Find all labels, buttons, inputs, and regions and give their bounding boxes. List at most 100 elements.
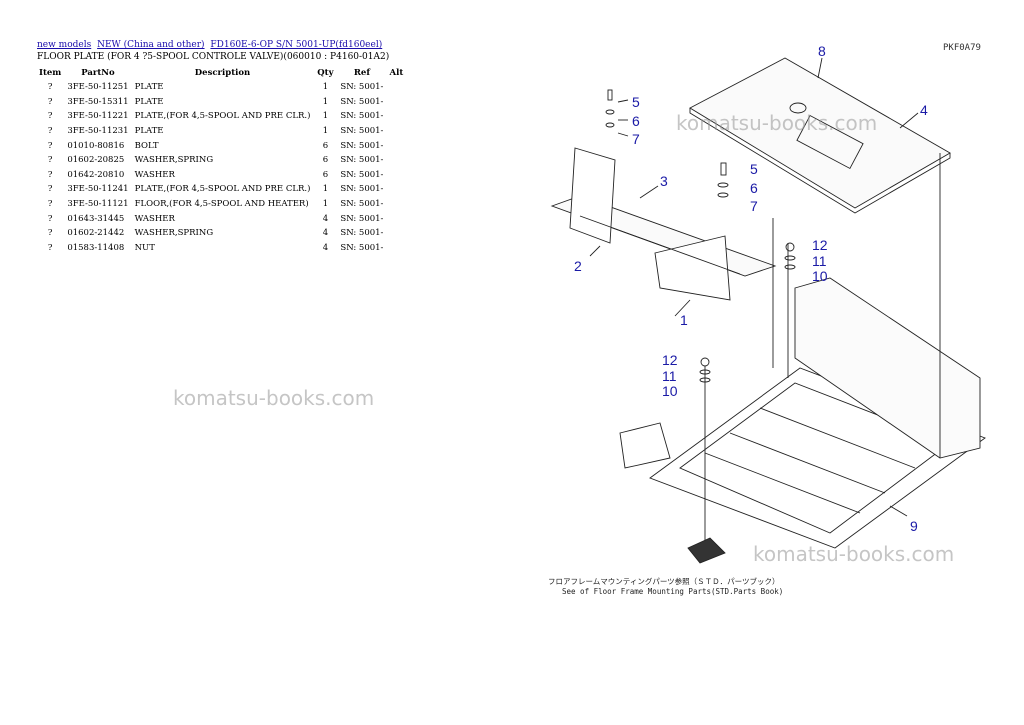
- cell-ref: SN: 5001-: [340, 213, 384, 224]
- leader-line: [889, 505, 908, 517]
- cell-item: ?: [47, 213, 53, 224]
- cover-plate-window: [796, 114, 864, 170]
- frame-9-crossbar: [729, 432, 886, 494]
- cell-description: FLOOR,(FOR 4,5-SPOOL AND HEATER): [134, 199, 309, 210]
- cell-description: PLATE,(FOR 4,5-SPOOL AND PRE CLR.): [134, 184, 311, 195]
- cell-partno: 01010-80816: [67, 140, 125, 151]
- cell-item: ?: [47, 242, 53, 253]
- header-item: Item: [39, 67, 62, 78]
- washer-11: [784, 255, 796, 261]
- cell-description: WASHER: [134, 213, 175, 224]
- cell-qty: 6: [322, 169, 329, 180]
- header-ref: Ref: [353, 67, 370, 78]
- cell-qty: 1: [322, 126, 329, 137]
- callout-7-b: 7: [750, 198, 758, 214]
- cell-item: ?: [47, 82, 53, 93]
- table-row: ? 01643-31445 WASHER 4 SN: 5001-: [36, 211, 406, 226]
- header-partno: PartNo: [81, 67, 115, 78]
- callout-11-b: 11: [812, 253, 827, 269]
- cell-alt: [386, 124, 406, 139]
- washer-7: [605, 122, 615, 128]
- bolt-5: [607, 89, 613, 101]
- cell-ref: SN: 5001-: [340, 155, 384, 166]
- callout-12-b: 12: [812, 237, 828, 253]
- callout-12: 12: [662, 352, 678, 368]
- washer-6: [717, 182, 729, 188]
- cell-description: PLATE: [134, 96, 164, 107]
- cell-item: ?: [47, 199, 53, 210]
- cell-qty: 6: [322, 155, 329, 166]
- callout-2: 2: [574, 258, 582, 274]
- header-qty: Qty: [317, 67, 334, 78]
- cell-qty: 1: [322, 96, 329, 107]
- callout-3: 3: [660, 173, 668, 189]
- washer-10: [784, 264, 796, 270]
- cell-item: ?: [47, 228, 53, 239]
- frame-9-crossbar: [759, 407, 916, 469]
- frame-9-side: [619, 422, 671, 469]
- floor-plate-1-shape: [654, 235, 731, 301]
- cell-ref: SN: 5001-: [340, 228, 384, 239]
- table-row: ? 01602-20825 WASHER,SPRING 6 SN: 5001-: [36, 153, 406, 168]
- cell-item: ?: [47, 111, 53, 122]
- table-row: ? 01010-80816 BOLT 6 SN: 5001-: [36, 138, 406, 153]
- cell-alt: [386, 138, 406, 153]
- housing-panel: [794, 277, 981, 459]
- cell-alt: [386, 80, 406, 95]
- cell-partno: 01602-20825: [67, 155, 125, 166]
- cell-ref: SN: 5001-: [340, 199, 384, 210]
- cell-alt: [386, 211, 406, 226]
- cell-item: ?: [47, 96, 53, 107]
- cell-item: ?: [47, 140, 53, 151]
- callout-7: 7: [632, 131, 640, 147]
- washer-11: [699, 369, 711, 375]
- leader-line: [674, 299, 691, 317]
- leader-line: [899, 112, 919, 129]
- header-description: Description: [194, 67, 251, 78]
- cell-partno: 3FE-50-11241: [67, 184, 129, 195]
- callout-9: 9: [910, 518, 918, 534]
- table-row: ? 3FE-50-11231 PLATE 1 SN: 5001-: [36, 124, 406, 139]
- cell-item: ?: [47, 169, 53, 180]
- cell-item: ?: [47, 155, 53, 166]
- diagram-caption-jp: フロアフレームマウンティングパーツ参照（ＳＴＤ．パーツブック）: [548, 577, 780, 586]
- table-row: ? 01642-20810 WASHER 6 SN: 5001-: [36, 168, 406, 183]
- callout-10-b: 10: [812, 268, 828, 284]
- nut-12: [700, 357, 710, 367]
- cell-alt: [386, 153, 406, 168]
- callout-10: 10: [662, 383, 678, 399]
- washer-10: [699, 377, 711, 383]
- cell-description: WASHER: [134, 169, 175, 180]
- cell-partno: 3FE-50-11121: [67, 199, 129, 210]
- callout-6: 6: [632, 113, 640, 129]
- nut-12: [785, 242, 795, 252]
- cell-description: PLATE,(FOR 4,5-SPOOL AND PRE CLR.): [134, 111, 311, 122]
- washer-7: [717, 192, 729, 198]
- table-row: ? 01583-11408 NUT 4 SN: 5001-: [36, 241, 406, 256]
- cell-qty: 6: [322, 140, 329, 151]
- cell-item: ?: [47, 126, 53, 137]
- breadcrumb-link-region[interactable]: NEW (China and other): [97, 40, 205, 50]
- table-row: ? 3FE-50-11241 PLATE,(FOR 4,5-SPOOL AND …: [36, 182, 406, 197]
- cell-partno: 3FE-50-11231: [67, 126, 129, 137]
- cell-partno: 01642-20810: [67, 169, 125, 180]
- table-row: ? 3FE-50-11121 FLOOR,(FOR 4,5-SPOOL AND …: [36, 197, 406, 212]
- table-row: ? 3FE-50-15311 PLATE 1 SN: 5001-: [36, 95, 406, 110]
- breadcrumb-link-model[interactable]: FD160E-6-OP S/N 5001-UP(fd160eel): [210, 40, 383, 50]
- cell-partno: 3FE-50-15311: [67, 96, 129, 107]
- callout-6-b: 6: [750, 180, 758, 196]
- breadcrumb-link-new-models[interactable]: new models: [37, 40, 92, 50]
- table-row: ? 01602-21442 WASHER,SPRING 4 SN: 5001-: [36, 226, 406, 241]
- callout-5: 5: [632, 94, 640, 110]
- cell-partno: 3FE-50-11251: [67, 82, 129, 93]
- table-row: ? 3FE-50-11251 PLATE 1 SN: 5001-: [36, 80, 406, 95]
- leader-line: [817, 57, 823, 79]
- callout-5-b: 5: [750, 161, 758, 177]
- cell-qty: 4: [322, 242, 329, 253]
- cell-ref: SN: 5001-: [340, 140, 384, 151]
- cell-alt: [386, 241, 406, 256]
- callout-8: 8: [818, 43, 826, 59]
- cover-plate-edge: [689, 108, 951, 214]
- watermark: komatsu-books.com: [173, 386, 375, 410]
- cell-ref: SN: 5001-: [340, 82, 384, 93]
